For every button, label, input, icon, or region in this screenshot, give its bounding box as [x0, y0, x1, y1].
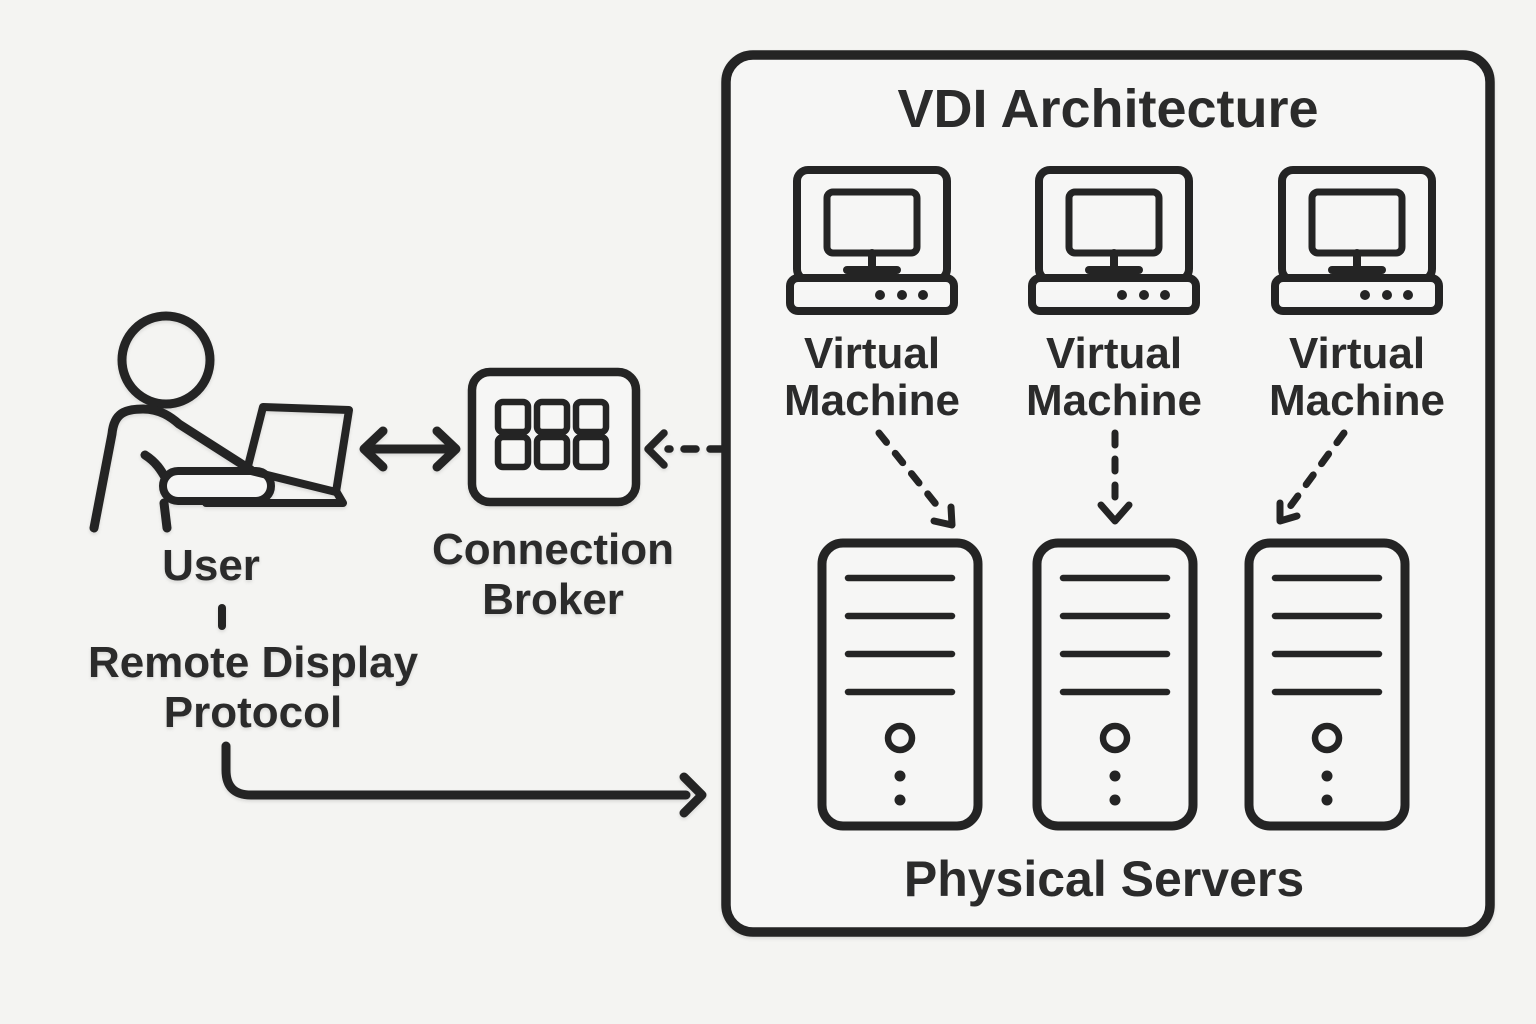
dashed-arrow-line — [1285, 429, 1348, 512]
virtual-machine-label-line1: Virtual — [804, 329, 940, 378]
virtual-machine-icon — [1028, 166, 1200, 315]
virtual-machine-icon — [786, 166, 958, 315]
vm-base-dot — [1117, 290, 1127, 300]
remote-display-protocol-arrow-icon — [221, 741, 707, 818]
user-body — [89, 404, 256, 533]
laptop-icon — [202, 403, 353, 507]
dashed-arrow-vm1-to-server1 — [875, 429, 956, 529]
dashed-arrowhead-down-left — [1276, 499, 1301, 525]
vm-base — [1028, 274, 1200, 315]
vm-base-dot — [1382, 290, 1392, 300]
virtual-machine-label-line2: Machine — [1269, 376, 1445, 425]
user-label: User — [162, 541, 260, 590]
vm-base-dot — [1360, 290, 1370, 300]
server-led-dot — [894, 794, 906, 806]
virtual-machine-icon — [1271, 166, 1443, 315]
server-led-dot — [1109, 794, 1121, 806]
server-power-button — [884, 722, 916, 754]
server-tower — [1244, 538, 1410, 831]
dashed-arrow-vm2-to-server2 — [1097, 429, 1133, 525]
connection-broker-label-line1: Connection — [432, 525, 674, 574]
virtual-machine-label-line1: Virtual — [1289, 329, 1425, 378]
virtual-machine-label-line2: Machine — [1026, 376, 1202, 425]
server-led-dot — [1321, 770, 1333, 782]
vm-base-dot — [1160, 290, 1170, 300]
bidirectional-arrow-icon — [359, 426, 461, 472]
connection-broker-grid-icon — [467, 367, 641, 507]
user-head — [117, 311, 215, 409]
server-led-dot — [894, 770, 906, 782]
dashed-arrow-vdi-to-broker — [644, 429, 726, 469]
virtual-machine-label-line2: Machine — [784, 376, 960, 425]
broker-grid-cell — [572, 398, 610, 436]
user-leg — [159, 498, 172, 533]
bidirectional-arrowhead-left — [359, 426, 388, 472]
server-tower — [1032, 538, 1198, 831]
vm-base-dot — [918, 290, 928, 300]
dashed-arrowhead-down — [1097, 501, 1133, 525]
dashed-arrowhead-left — [644, 429, 668, 469]
server-power-button — [1099, 722, 1131, 754]
connection-broker-label-line2: Broker — [482, 575, 624, 624]
physical-servers-label: Physical Servers — [904, 851, 1304, 907]
server-power-button — [1311, 722, 1343, 754]
dashed-arrowhead-down-right — [930, 503, 956, 529]
server-led-dot — [1321, 794, 1333, 806]
vm-base-dot — [1139, 290, 1149, 300]
server-led-dot — [1109, 770, 1121, 782]
virtual-machine-label-line1: Virtual — [1046, 329, 1182, 378]
vm-base-dot — [897, 290, 907, 300]
broker-grid-cell — [494, 433, 532, 471]
rdp-arrowhead — [679, 772, 707, 818]
remote-display-protocol-label-line2: Protocol — [164, 688, 342, 737]
bidirectional-arrowhead-right — [432, 426, 461, 472]
vm-base — [786, 274, 958, 315]
physical-server-icon — [1244, 538, 1410, 831]
broker-grid-cell — [494, 398, 532, 436]
vm-base-dot — [875, 290, 885, 300]
broker-grid-cell — [533, 398, 571, 436]
dashed-arrow-vm3-to-server3 — [1276, 429, 1348, 525]
server-tower — [817, 538, 983, 831]
broker-grid-cell — [572, 433, 610, 471]
user-icon — [89, 311, 275, 533]
dashed-arrow-line — [875, 429, 947, 517]
remote-display-protocol-label-line1: Remote Display — [88, 638, 419, 687]
broker-grid-cell — [533, 433, 571, 471]
rdp-arrow-line — [221, 741, 691, 800]
vdi-architecture-title: VDI Architecture — [897, 79, 1318, 139]
laptop-base — [202, 487, 347, 507]
physical-server-icon — [817, 538, 983, 831]
vm-base — [1271, 274, 1443, 315]
physical-server-icon — [1032, 538, 1198, 831]
vm-base-dot — [1403, 290, 1413, 300]
